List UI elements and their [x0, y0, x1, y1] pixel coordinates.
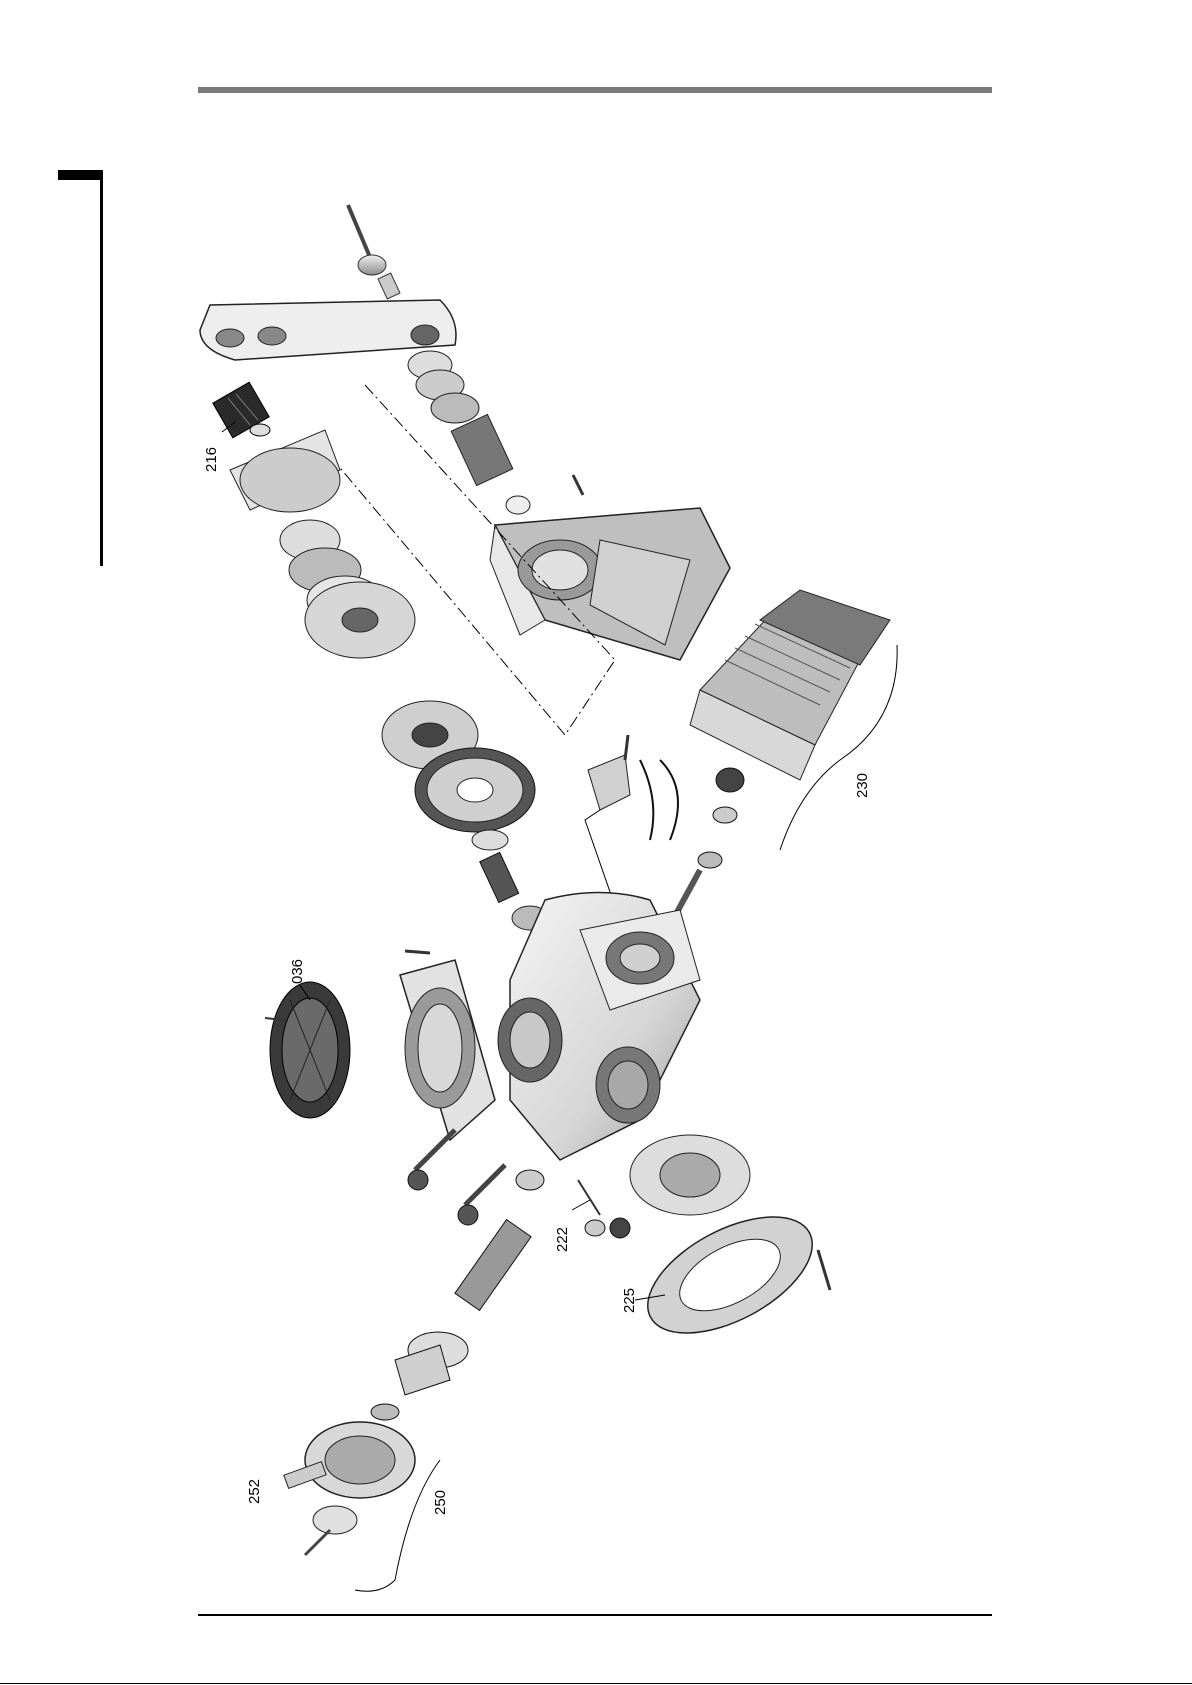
callout-036: 036: [289, 959, 306, 984]
square-flange: [400, 951, 495, 1140]
filter-cartridge: [213, 382, 270, 438]
upper-flange: [230, 430, 478, 769]
top-bolt: [348, 205, 400, 299]
upper-shaft-stack: [408, 351, 583, 514]
callout-222: 222: [554, 1227, 571, 1252]
callout-252: 252: [246, 1479, 263, 1504]
gear-shaft: [472, 830, 548, 930]
cover-plate: [629, 1135, 830, 1357]
callout-216: 216: [203, 447, 220, 472]
callout-225: 225: [621, 1288, 638, 1313]
bracket-housing: [490, 508, 730, 660]
handwheel: [284, 1422, 415, 1555]
main-gearbox-body: [498, 893, 700, 1161]
spur-gear: [415, 748, 535, 832]
callout-230: 230: [854, 773, 871, 798]
lower-bolts: [408, 1130, 544, 1225]
small-bracket: [588, 735, 630, 810]
callout-250: 250: [432, 1490, 449, 1515]
control-unit: [265, 982, 350, 1118]
lever-arm: [200, 300, 456, 360]
limit-switch: [578, 1180, 630, 1238]
handwheel-shaft: [371, 1220, 531, 1420]
